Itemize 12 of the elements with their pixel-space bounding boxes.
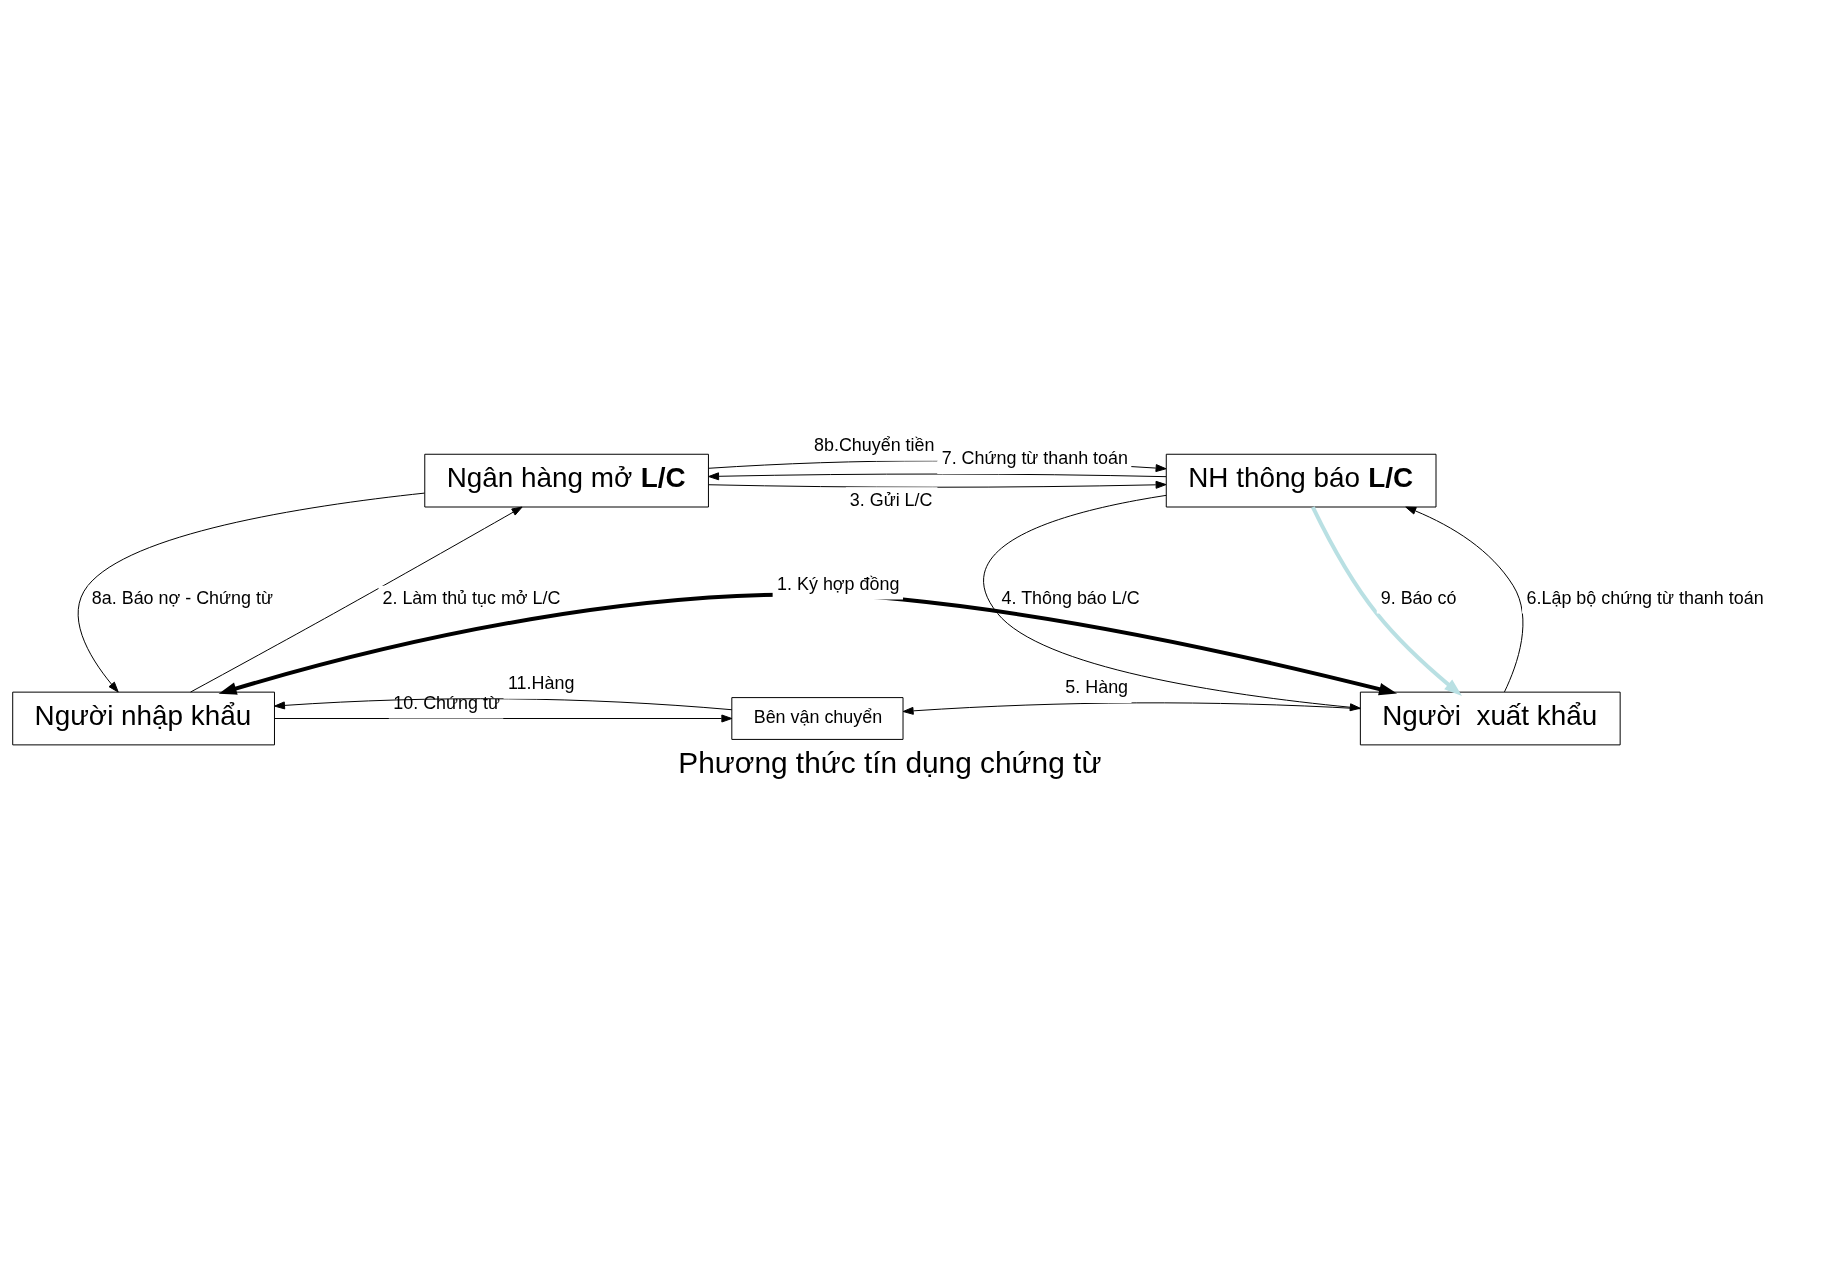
edge-label: 6.Lập bộ chứng từ thanh toán (1526, 587, 1764, 608)
edge-label: 9. Báo có (1380, 587, 1457, 608)
edge-label: 11.Hàng (507, 672, 575, 693)
edge-label: 3. Gửi L/C (849, 489, 933, 510)
edge-label: 2. Làm thủ tục mở L/C (382, 587, 561, 608)
edge-label: 4. Thông báo L/C (1001, 587, 1140, 608)
edge-label: 8a. Báo nợ - Chứng từ (91, 587, 273, 608)
edge-label: 8b.Chuyển tiền (814, 434, 935, 455)
edge-label: 1. Ký hợp đồng (777, 573, 900, 594)
diagram-title: Phương thức tín dụng chứng từ (678, 745, 1102, 779)
edge-label: 7. Chứng từ thanh toán (941, 447, 1128, 468)
edge-label: 5. Hàng (1065, 676, 1129, 697)
